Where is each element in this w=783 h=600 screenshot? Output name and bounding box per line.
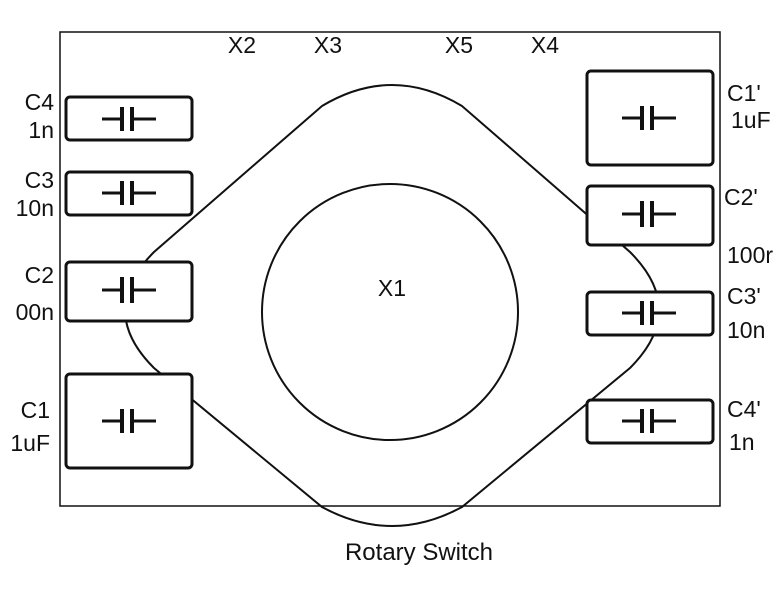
capacitor-icon [102,409,156,433]
capacitor-icon [622,106,676,130]
capacitor-c4 [64,95,194,142]
capacitor-c2-prime [585,184,715,247]
cap-name-c2-prime: C2' [724,184,758,210]
top-label-x5: X5 [445,32,473,58]
capacitor-c2 [64,260,194,323]
capacitor-icon [622,201,676,227]
board-outline [59,31,721,507]
capacitor-c3-prime [585,290,715,337]
cap-name-c1: C1 [21,397,50,423]
cap-name-c1-prime: C1' [727,80,761,106]
top-label-x3: X3 [314,32,342,58]
capacitor-c1-prime [585,69,715,167]
cap-value-c1-prime: 1uF [731,107,771,133]
switch-body [124,84,660,527]
top-label-x2: X2 [228,32,256,58]
cap-name-c2: C2 [25,262,54,288]
cap-value-c4: 1n [28,117,54,143]
capacitor-c4-prime [585,398,715,445]
cap-value-c2-prime: 100r [727,242,773,268]
diagram-caption: Rotary Switch [345,539,493,566]
capacitor-icon [622,301,676,325]
capacitor-icon [622,409,676,433]
capacitor-icon [102,277,156,303]
cap-value-c3: 10n [16,195,54,221]
cap-name-c4-prime: C4' [727,396,761,422]
top-label-x4: X4 [531,32,559,58]
capacitor-icon [102,107,156,131]
capacitor-c3 [64,170,194,217]
cap-value-c1: 1uF [10,430,50,456]
cap-value-c2: 00n [16,299,54,325]
center-label: X1 [378,275,406,301]
cap-name-c3: C3 [25,167,54,193]
cap-value-c3-prime: 10n [727,317,765,343]
cap-name-c4: C4 [25,89,55,115]
cap-name-c3-prime: C3' [727,283,761,309]
switch-rotor [261,183,519,441]
capacitor-c1 [64,372,194,470]
cap-value-c4-prime: 1n [729,429,755,455]
capacitor-icon [102,181,156,205]
